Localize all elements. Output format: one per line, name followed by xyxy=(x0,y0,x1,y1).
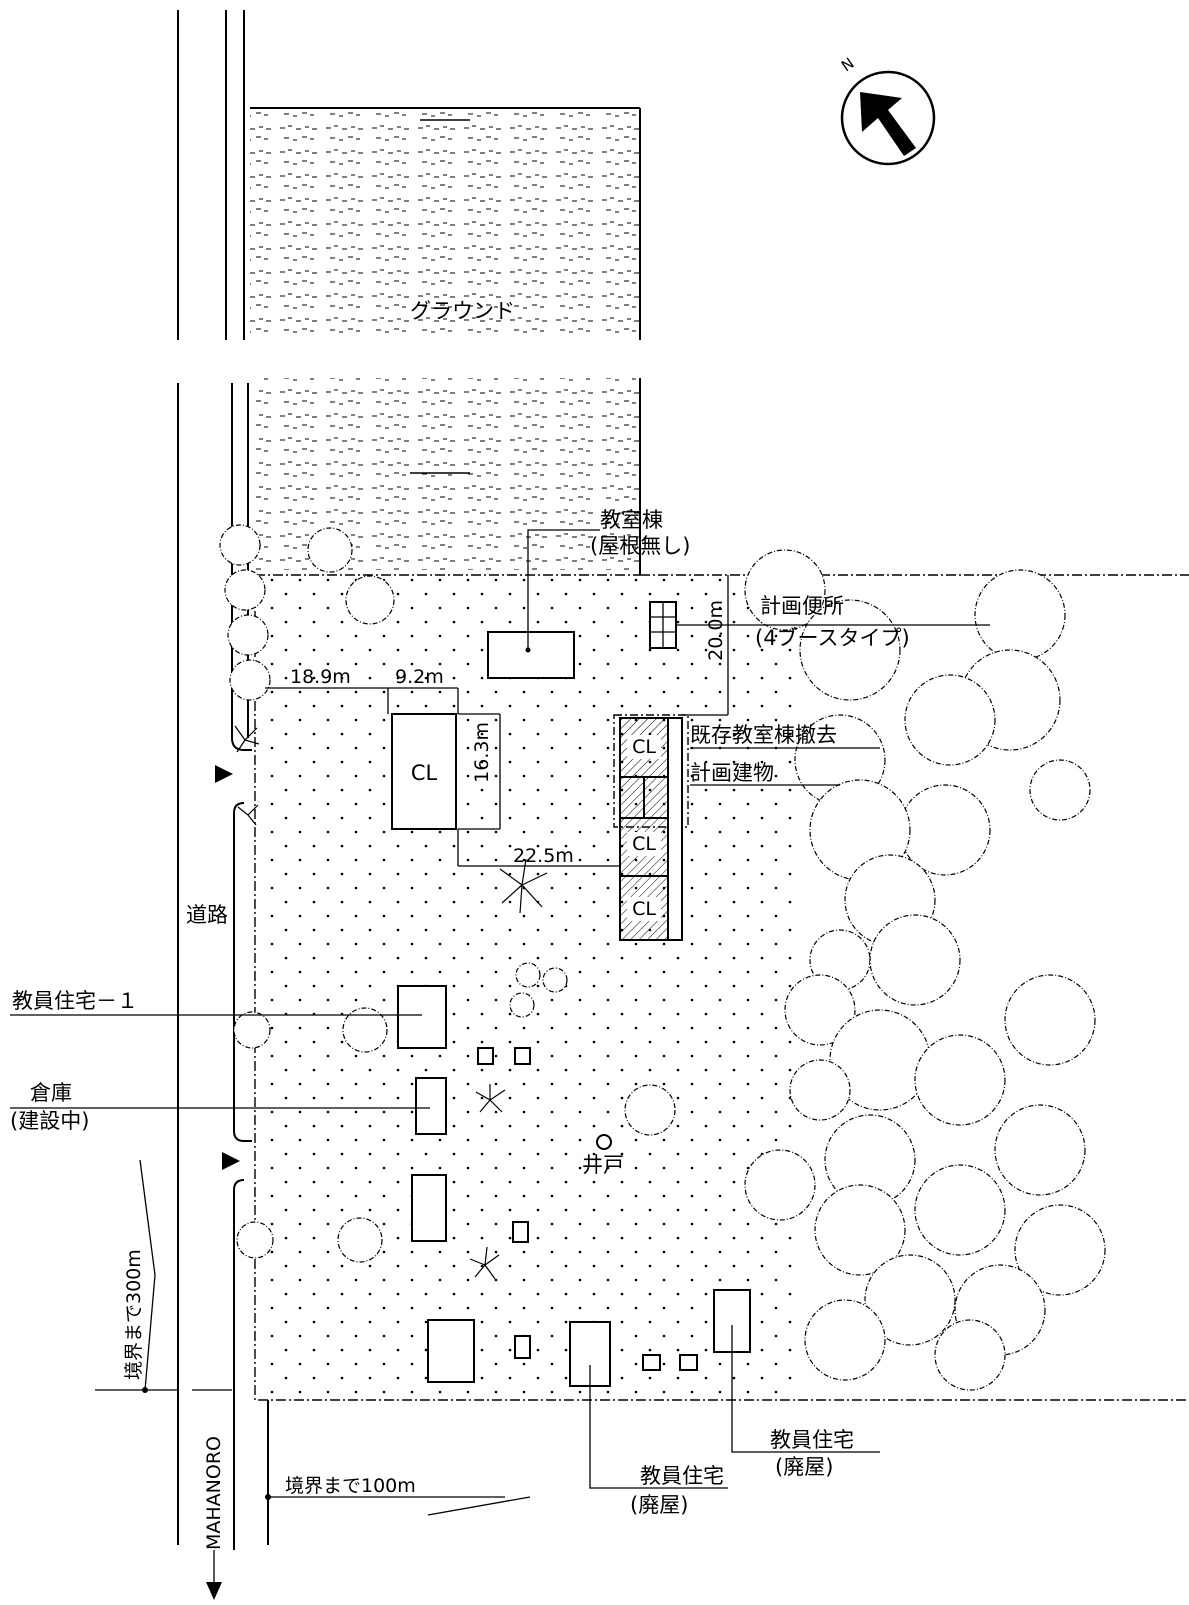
north-arrow-icon: N xyxy=(838,54,936,166)
house xyxy=(411,1174,447,1242)
existing-classroom-cl xyxy=(391,713,457,830)
cl-label: CL xyxy=(632,833,656,855)
dim-18-9: 18.9m xyxy=(290,666,351,688)
planned-toilet xyxy=(649,601,677,649)
buildings: CL CL CL CL xyxy=(391,601,751,1387)
teacher-house-ruin-b-sub-label: (廃屋) xyxy=(775,1455,833,1479)
dimension-lines xyxy=(265,575,729,867)
planned-toilet-type-label: (4ブースタイプ) xyxy=(755,626,910,650)
road-label: 道路 xyxy=(186,903,228,927)
mahanoro-label: MAHANORO xyxy=(203,1436,225,1550)
entrance-arrow-icon xyxy=(215,765,233,783)
dim-22-5: 22.5m xyxy=(513,845,574,867)
leader-lines xyxy=(10,529,990,1516)
dim-16-3: 16.3m xyxy=(471,722,493,783)
planned-building: CL CL CL xyxy=(613,714,689,941)
planned-building-label: 計画建物 xyxy=(690,761,774,785)
cl-label: CL xyxy=(632,736,656,758)
well-label: 井戸 xyxy=(582,1153,624,1177)
dim-20-0: 20.0m xyxy=(705,600,727,661)
planned-toilet-label: 計画便所 xyxy=(760,594,844,618)
playground xyxy=(250,107,641,575)
teacher-house-1 xyxy=(397,985,447,1049)
north-label: N xyxy=(838,54,858,75)
storage-under-construction-label: (建設中) xyxy=(10,1109,89,1133)
ground-label: グラウンド xyxy=(410,299,515,323)
teacher-house-1-label: 教員住宅－１ xyxy=(12,989,138,1013)
dim-9-2: 9.2m xyxy=(395,666,444,688)
to-border-100-label: 境界まで100m xyxy=(285,1475,416,1497)
storage-label: 倉庫 xyxy=(30,1081,72,1105)
entrance-arrow-icon xyxy=(222,1152,240,1170)
cl-label: CL xyxy=(411,761,438,785)
classroom-label: 教室棟 xyxy=(600,508,663,532)
to-border-300-label: 境界まで300m xyxy=(123,1249,145,1380)
teacher-house-ruin-a-label: 教員住宅 xyxy=(640,1464,724,1488)
storage-under-construction xyxy=(415,1077,447,1135)
classroom-building-no-roof xyxy=(487,631,575,679)
palm-plants xyxy=(234,725,548,1280)
road-direction-arrow-icon xyxy=(206,1582,222,1600)
house xyxy=(427,1319,475,1383)
cl-label: CL xyxy=(632,898,656,920)
teacher-house-ruin-b-label: 教員住宅 xyxy=(770,1428,854,1452)
school-site xyxy=(254,574,1189,1401)
classroom-no-roof-label: (屋根無し) xyxy=(590,534,690,558)
existing-demolish-label: 既存教室棟撤去 xyxy=(690,723,837,747)
well-icon xyxy=(596,1134,612,1150)
teacher-house-ruin-a-sub-label: (廃屋) xyxy=(630,1493,688,1517)
